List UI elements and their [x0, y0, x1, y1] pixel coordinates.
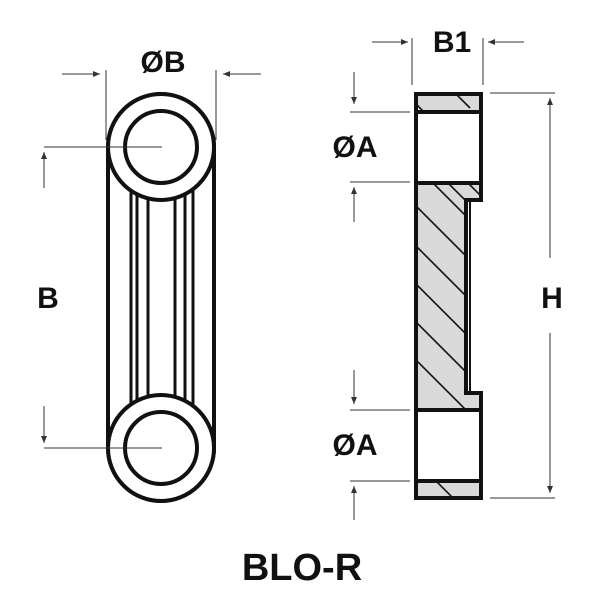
- pitch-b-label: B: [37, 282, 59, 315]
- section-view: B1 ØA ØA H: [333, 26, 563, 520]
- part-code: BLO-R: [242, 547, 362, 589]
- height-h-label: H: [541, 282, 563, 315]
- link-rails: [129, 186, 195, 408]
- hole-a-top-label: ØA: [333, 131, 378, 164]
- front-view: ØB B: [37, 46, 261, 503]
- section-body: [416, 184, 481, 409]
- width-b1-label: B1: [433, 26, 471, 59]
- diameter-b-label: ØB: [141, 46, 186, 79]
- hole-a-bottom-label: ØA: [333, 429, 378, 462]
- section-outline: [414, 92, 483, 500]
